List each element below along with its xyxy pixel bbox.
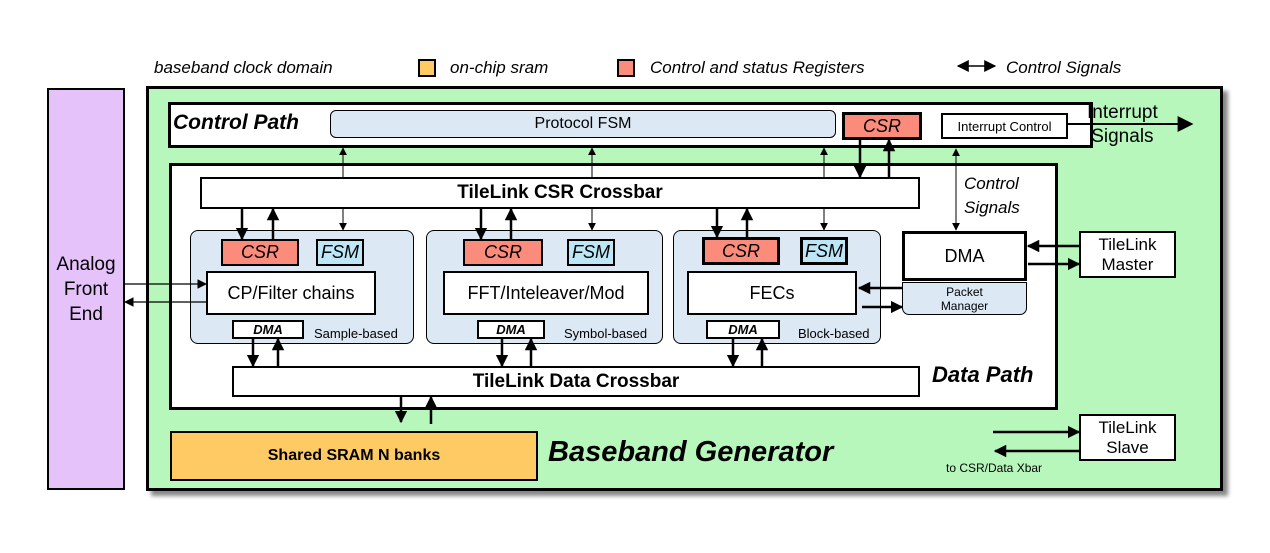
module-2-type: Block-based <box>798 326 870 341</box>
module-2-dma: DMA <box>706 320 780 339</box>
module-0-csr: CSR <box>221 239 299 266</box>
interrupt-signals-line-2: Signals <box>1091 126 1154 147</box>
legend-csr: Control and status Registers <box>650 58 865 77</box>
tilelink-slave-line-1: TileLink <box>1098 417 1157 437</box>
interrupt-signals-label: Interrupt Signals <box>1087 101 1158 149</box>
legend-signals: Control Signals <box>1006 58 1122 77</box>
control-csr: CSR <box>842 112 922 140</box>
packet-manager-line-1: Packet <box>946 285 983 299</box>
csr-crossbar: TileLink CSR Crossbar <box>200 177 920 209</box>
interrupt-control: Interrupt Control <box>941 113 1068 139</box>
module-1-dma: DMA <box>477 320 545 339</box>
afe-line-3: End <box>69 303 103 325</box>
analog-front-end: Analog Front End <box>47 88 125 490</box>
control-signals-line-2: Signals <box>964 198 1020 217</box>
tilelink-slave: TileLink Slave <box>1079 414 1176 461</box>
module-0-core: CP/Filter chains <box>206 271 376 315</box>
control-signals-label: Control Signals <box>964 172 1020 220</box>
tilelink-slave-line-2: Slave <box>1106 437 1149 457</box>
protocol-fsm: Protocol FSM <box>330 110 836 138</box>
packet-manager-line-2: Manager <box>940 299 989 313</box>
shared-sram: Shared SRAM N banks <box>170 431 538 481</box>
module-2-core: FECs <box>687 271 857 315</box>
data-path-title: Data Path <box>932 362 1034 387</box>
module-2-fsm: FSM <box>800 237 848 265</box>
packet-manager: Packet Manager <box>902 282 1027 315</box>
legend-csr-swatch <box>617 59 635 77</box>
control-path-title: Control Path <box>173 111 299 134</box>
legend-sram-swatch <box>418 59 436 77</box>
control-signals-line-1: Control <box>964 174 1019 193</box>
afe-line-1: Analog <box>56 253 116 275</box>
baseband-generator-title: Baseband Generator <box>548 436 834 468</box>
tilelink-master-line-1: TileLink <box>1098 234 1157 254</box>
slave-note: to CSR/Data Xbar <box>946 461 1043 475</box>
legend-clock-domain: baseband clock domain <box>154 58 333 77</box>
module-1-csr: CSR <box>463 239 543 266</box>
legend-sram: on-chip sram <box>450 58 549 77</box>
module-1-fsm: FSM <box>567 239 615 266</box>
interrupt-signals-line-1: Interrupt <box>1087 102 1158 123</box>
tilelink-master-line-2: Master <box>1101 254 1154 274</box>
data-crossbar: TileLink Data Crossbar <box>232 366 920 397</box>
module-0-type: Sample-based <box>314 326 398 341</box>
module-0-fsm: FSM <box>316 239 364 266</box>
module-1-type: Symbol-based <box>564 326 648 341</box>
afe-line-2: Front <box>63 278 109 300</box>
main-dma: DMA <box>902 231 1027 281</box>
tilelink-master: TileLink Master <box>1079 231 1176 278</box>
module-0-dma: DMA <box>232 320 304 339</box>
module-2-csr: CSR <box>702 237 780 265</box>
module-1-core: FFT/Inteleaver/Mod <box>443 271 649 315</box>
